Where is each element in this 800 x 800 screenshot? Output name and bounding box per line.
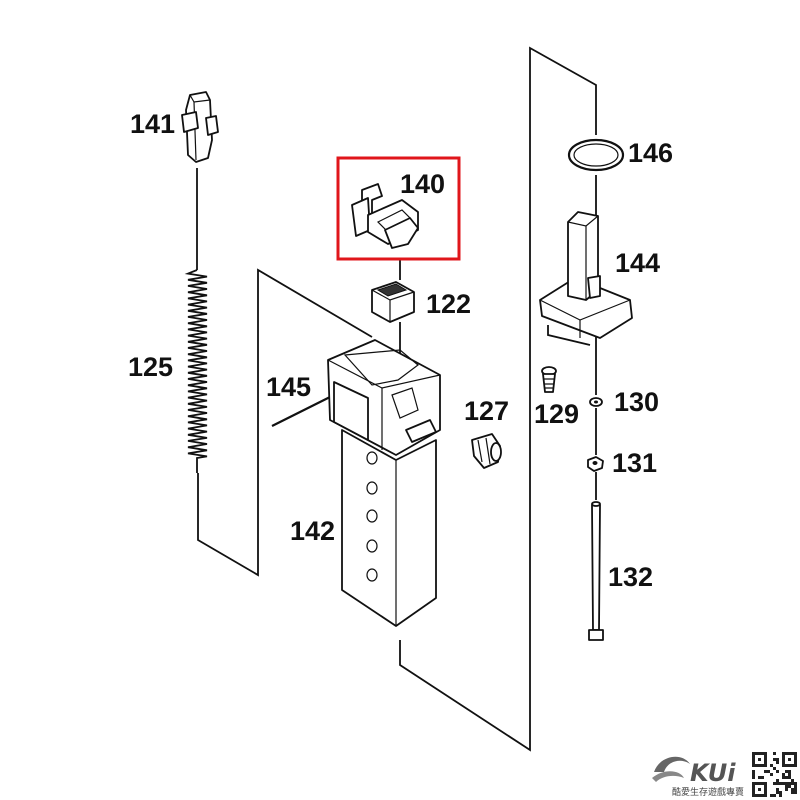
part-122-block — [371, 281, 415, 323]
label-144: 144 — [615, 248, 660, 278]
part-144-base-plate — [539, 211, 633, 339]
label-145: 145 — [266, 372, 311, 402]
label-146: 146 — [628, 138, 673, 168]
label-131: 131 — [612, 448, 657, 478]
part-132-bolt — [588, 501, 604, 641]
label-142: 142 — [290, 516, 335, 546]
part-131-nut — [587, 456, 604, 472]
label-140: 140 — [400, 169, 445, 199]
brand-swirl-icon — [652, 756, 690, 782]
part-labels: 141 140 146 144 125 122 145 127 129 130 … — [128, 109, 673, 592]
part-130-washer — [589, 397, 603, 407]
part-142-magazine-body — [327, 339, 441, 627]
qr-code-icon — [752, 752, 797, 797]
part-127-valve — [471, 433, 502, 469]
label-129: 129 — [534, 399, 579, 429]
part-145-pin — [271, 395, 333, 427]
part-140-follower — [336, 156, 461, 261]
part-129-screw — [541, 366, 557, 393]
assembly-guide-lines — [196, 46, 597, 752]
brand-logo-text: KUi — [690, 759, 736, 787]
highlight-box — [336, 156, 461, 261]
label-132: 132 — [608, 562, 653, 592]
label-127: 127 — [464, 396, 509, 426]
label-125: 125 — [128, 352, 173, 382]
label-122: 122 — [426, 289, 471, 319]
part-125-spring — [184, 269, 208, 473]
part-146-o-ring — [567, 138, 625, 172]
label-141: 141 — [130, 109, 175, 139]
part-141-latch — [181, 91, 219, 163]
brand-tagline: 酷愛生存遊戲專賣 — [672, 786, 744, 798]
label-130: 130 — [614, 387, 659, 417]
brand-watermark: KUi 酷愛生存遊戲專賣 — [652, 752, 797, 798]
